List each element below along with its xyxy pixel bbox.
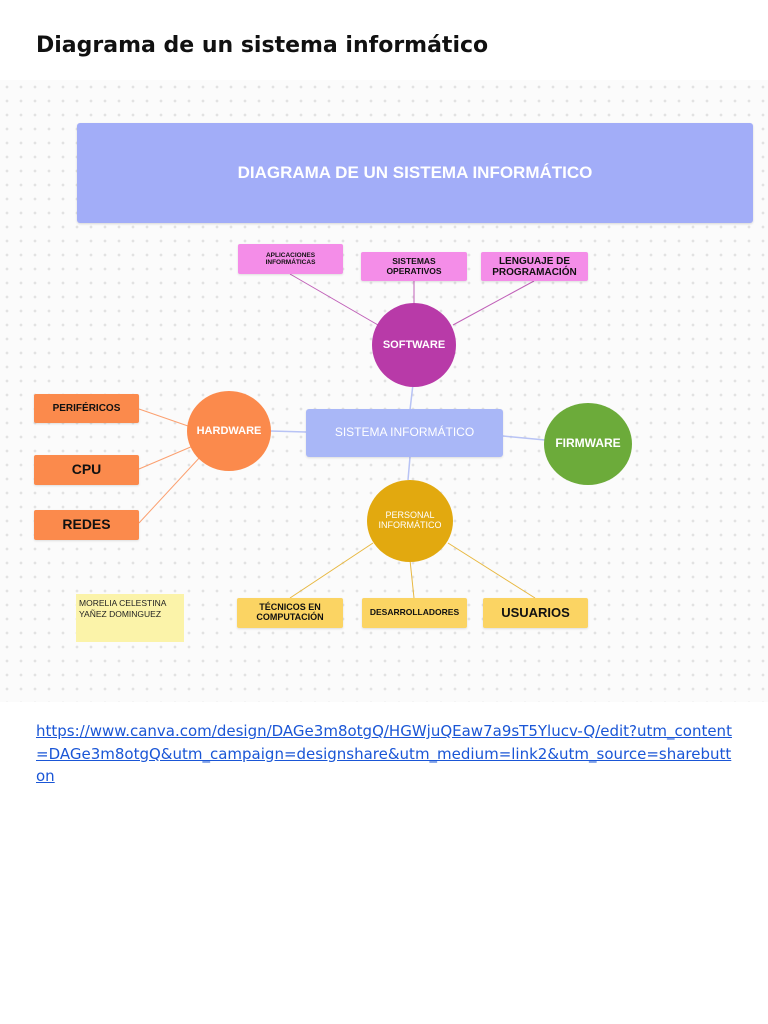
- connector-software-lang: [452, 280, 535, 326]
- connector-personal-desarrolladores: [409, 559, 415, 599]
- connector-hardware-redes: [138, 455, 202, 524]
- software-child-os: SISTEMAS OPERATIVOS: [361, 252, 467, 281]
- center-node: SISTEMA INFORMÁTICO: [306, 409, 503, 457]
- connector-center-hardware: [269, 430, 307, 433]
- software-child-lang: LENGUAJE DE PROGRAMACIÓN: [481, 252, 588, 281]
- personal-child-tecnicos: TÉCNICOS EN COMPUTACIÓN: [237, 598, 343, 628]
- personal-node: PERSONAL INFORMÁTICO: [367, 480, 453, 562]
- hardware-child-cpu: CPU: [34, 455, 139, 485]
- hardware-child-perifericos: PERIFÉRICOS: [34, 394, 139, 423]
- hardware-node: HARDWARE: [187, 391, 271, 471]
- author-sticky-note: MORELIA CELESTINA YAÑEZ DOMINGUEZ: [76, 594, 184, 642]
- connector-personal-usuarios: [447, 542, 536, 599]
- document-title: Diagrama de un sistema informático: [36, 33, 489, 58]
- personal-child-usuarios: USUARIOS: [483, 598, 588, 628]
- software-node: SOFTWARE: [372, 303, 456, 387]
- connector-center-software: [409, 383, 414, 411]
- connector-hardware-perifericos: [138, 408, 189, 427]
- software-child-apps: APLICACIONES INFORMÁTICAS: [238, 244, 343, 274]
- connector-personal-tecnicos: [289, 542, 374, 599]
- connector-software-apps: [289, 273, 379, 326]
- connector-center-personal: [407, 456, 411, 481]
- diagram-banner: DIAGRAMA DE UN SISTEMA INFORMÁTICO: [77, 123, 753, 223]
- canva-design-link[interactable]: https://www.canva.com/design/DAGe3m8otgQ…: [36, 722, 732, 785]
- personal-child-desarrolladores: DESARROLLADORES: [362, 598, 467, 628]
- connector-center-firmware: [502, 435, 546, 441]
- firmware-node: FIRMWARE: [544, 403, 632, 485]
- connector-hardware-cpu: [138, 445, 194, 470]
- hardware-child-redes: REDES: [34, 510, 139, 540]
